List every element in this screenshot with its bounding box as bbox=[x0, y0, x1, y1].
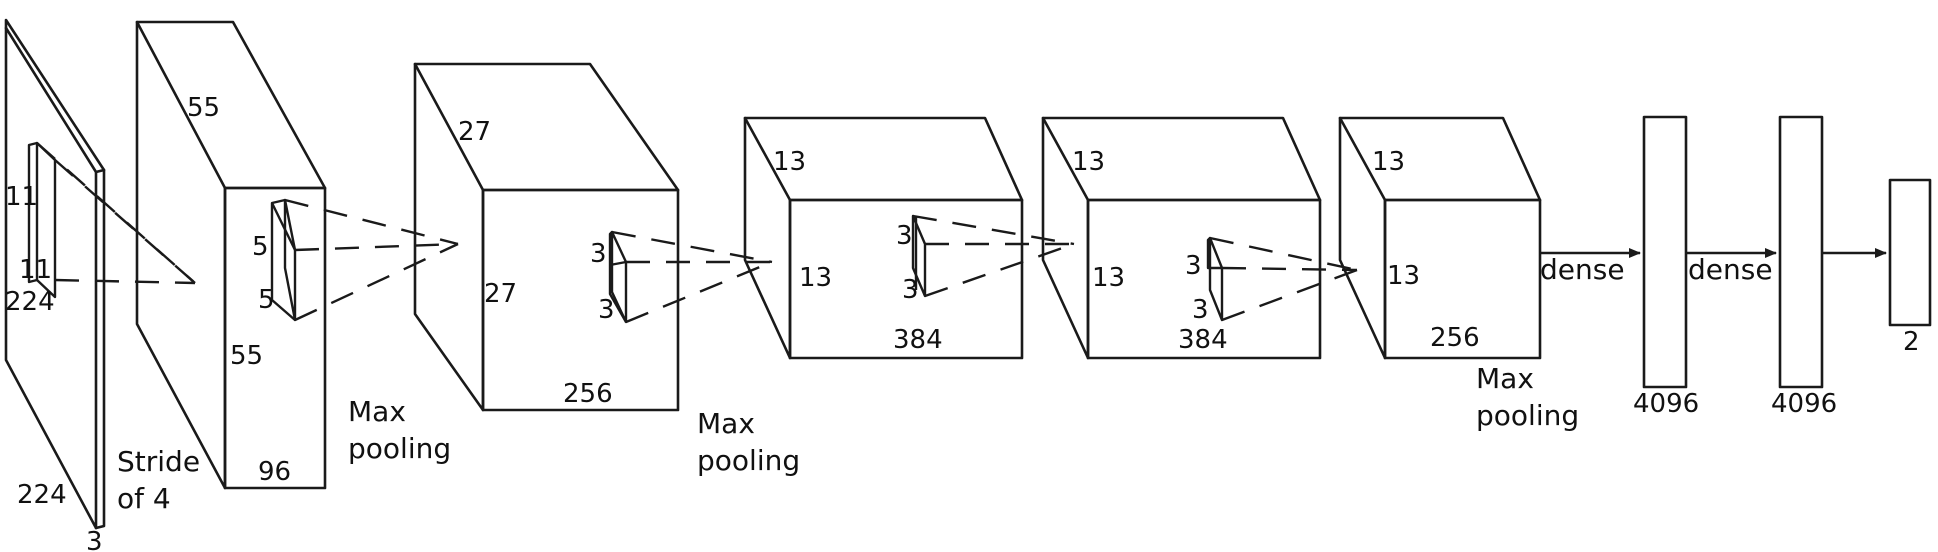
conv3-to-conv4-projection bbox=[912, 214, 1075, 298]
pool3-label-line1: Max bbox=[1476, 362, 1534, 395]
input-kernel-width-label: 11 bbox=[19, 255, 52, 285]
conv4-depth-label: 384 bbox=[1178, 325, 1228, 355]
stride-label-line2: of 4 bbox=[117, 482, 171, 515]
conv3-height-label: 13 bbox=[773, 147, 806, 177]
dense1-label: dense bbox=[1540, 253, 1625, 286]
input-channels-label: 3 bbox=[86, 527, 103, 552]
pool2-label-line1: Max bbox=[697, 407, 755, 440]
input-layer: 11 11 224 224 3 bbox=[4, 18, 106, 552]
conv3-block: 13 13 384 3 3 bbox=[743, 116, 1024, 360]
pool1-label-line1: Max bbox=[348, 395, 406, 428]
conv2-kernel-width-label: 3 bbox=[598, 295, 615, 325]
input-to-conv1-projection bbox=[36, 142, 196, 285]
conv2-width-label: 27 bbox=[484, 279, 517, 309]
conv1-kernel-height-label: 5 bbox=[252, 232, 269, 262]
conv5-height-label: 13 bbox=[1372, 147, 1405, 177]
output-units-label: 2 bbox=[1903, 327, 1920, 357]
conv4-kernel-height-label: 3 bbox=[1185, 251, 1202, 281]
conv1-kernel bbox=[270, 198, 297, 322]
dense2-units-label: 4096 bbox=[1771, 389, 1837, 419]
conv2-block: 27 27 256 3 3 bbox=[413, 62, 680, 412]
dense2-layer: 4096 bbox=[1771, 115, 1837, 419]
conv2-to-conv3-projection bbox=[611, 230, 773, 324]
conv2-height-label: 27 bbox=[458, 117, 491, 147]
conv1-to-conv2-projection bbox=[284, 198, 459, 322]
stride-label-line1: Stride bbox=[117, 445, 200, 478]
conv3-kernel-height-label: 3 bbox=[896, 221, 913, 251]
input-width-label: 224 bbox=[17, 480, 67, 510]
output-layer: 2 bbox=[1888, 178, 1932, 357]
conv4-height-label: 13 bbox=[1072, 147, 1105, 177]
conv1-kernel-width-label: 5 bbox=[258, 285, 275, 315]
conv5-width-label: 13 bbox=[1387, 261, 1420, 291]
dense2-label: dense bbox=[1688, 253, 1773, 286]
conv2-depth-label: 256 bbox=[563, 379, 613, 409]
conv3-depth-label: 384 bbox=[893, 325, 943, 355]
pool2-label-line2: pooling bbox=[697, 444, 800, 477]
dense1-units-label: 4096 bbox=[1633, 389, 1699, 419]
conv4-width-label: 13 bbox=[1092, 263, 1125, 293]
conv2-kernel-height-label: 3 bbox=[590, 239, 607, 269]
conv1-height-label: 55 bbox=[187, 93, 220, 123]
conv1-block: 55 55 96 5 5 bbox=[135, 20, 327, 490]
conv1-depth-label: 96 bbox=[258, 457, 291, 487]
conv1-width-label: 55 bbox=[230, 341, 263, 371]
pool1-label-line2: pooling bbox=[348, 432, 451, 465]
conv4-kernel bbox=[1206, 236, 1224, 322]
input-kernel-height-label: 11 bbox=[5, 182, 38, 212]
conv5-depth-label: 256 bbox=[1430, 323, 1480, 353]
conv3-kernel-width-label: 3 bbox=[902, 275, 919, 305]
conv3-width-label: 13 bbox=[799, 263, 832, 293]
conv4-to-conv5-projection bbox=[1209, 236, 1358, 322]
conv4-kernel-width-label: 3 bbox=[1192, 295, 1209, 325]
conv5-block: 13 13 256 bbox=[1338, 116, 1542, 360]
input-height-label: 224 bbox=[5, 287, 55, 317]
pool3-label-line2: pooling bbox=[1476, 399, 1579, 432]
conv4-block: 13 13 384 3 3 bbox=[1041, 116, 1322, 360]
